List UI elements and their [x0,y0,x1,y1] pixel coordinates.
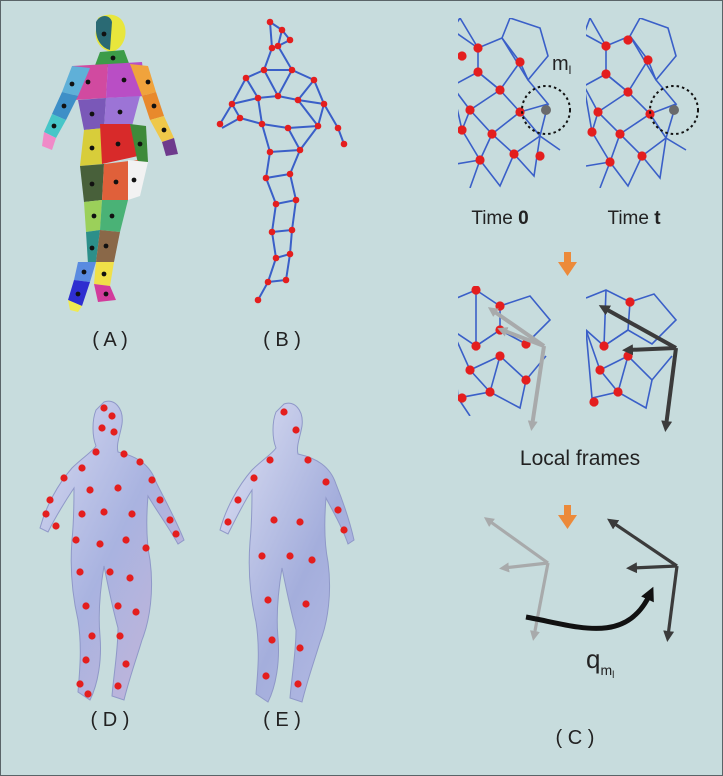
frame-dark-isolated [612,522,677,636]
local-frames-label: Local frames [520,447,640,470]
panel-label-c: ( C ) [556,727,595,749]
mesh-time-t [584,18,686,188]
time-0-label: Time 0 [471,208,528,229]
time-t-label: Time t [607,208,661,229]
mesh-time-0 [452,18,560,188]
rotation-q-label: qml [586,644,614,681]
panel-label-a: ( A ) [92,329,128,351]
down-arrow-1 [558,252,577,276]
rotation-arrow [526,594,650,628]
graph-markers [217,19,348,304]
surface-d-body [40,401,184,700]
surface-e-body [220,403,354,702]
surface-body-d [40,401,184,700]
surface-body-e [220,403,354,702]
marker-ml-time-0 [541,105,551,115]
panel-label-d: ( D ) [91,709,130,731]
segmented-body-figure [42,15,178,312]
panel-label-b: ( B ) [263,329,301,351]
marker-ml-time-t [669,105,679,115]
segment-thigh-right-outer [128,160,148,200]
marker-ml-label: ml [552,53,571,77]
graph-edges [220,22,344,300]
marker-graph-figure [217,19,348,304]
panel-label-e: ( E ) [263,709,301,731]
down-arrow-2 [558,505,577,529]
